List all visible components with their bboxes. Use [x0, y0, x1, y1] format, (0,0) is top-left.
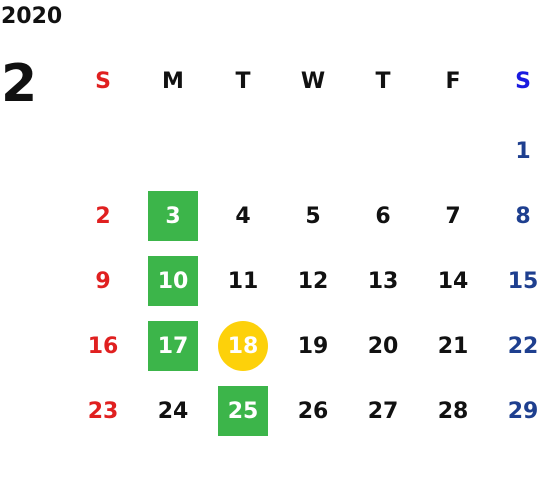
weekday-header-fri: F — [445, 68, 461, 94]
weekday-header-thu: T — [375, 68, 391, 94]
day-cell[interactable]: 21 — [437, 333, 469, 359]
day-cell[interactable]: 15 — [507, 268, 539, 294]
weekday-header-sat: S — [515, 68, 531, 94]
day-cell[interactable]: 12 — [297, 268, 329, 294]
day-cell[interactable]: 24 — [157, 398, 189, 424]
day-cell[interactable]: 1 — [515, 138, 531, 164]
day-cell[interactable]: 13 — [367, 268, 399, 294]
day-cell[interactable]: 7 — [445, 203, 461, 229]
day-cell[interactable]: 26 — [297, 398, 329, 424]
day-cell[interactable]: 19 — [297, 333, 329, 359]
weekday-header-tue: T — [235, 68, 251, 94]
day-cell[interactable]: 17 — [148, 321, 198, 371]
day-cell[interactable]: 20 — [367, 333, 399, 359]
today-cell[interactable]: 18 — [218, 321, 268, 371]
day-cell[interactable]: 23 — [87, 398, 119, 424]
day-cell[interactable]: 27 — [367, 398, 399, 424]
day-cell[interactable]: 25 — [218, 386, 268, 436]
weekday-header-wed: W — [300, 68, 326, 94]
day-cell[interactable]: 14 — [437, 268, 469, 294]
day-cell[interactable]: 11 — [227, 268, 259, 294]
day-cell[interactable]: 5 — [305, 203, 321, 229]
day-cell[interactable]: 10 — [148, 256, 198, 306]
day-cell[interactable]: 4 — [235, 203, 251, 229]
day-cell[interactable]: 29 — [507, 398, 539, 424]
day-cell[interactable]: 6 — [375, 203, 391, 229]
day-cell[interactable]: 8 — [515, 203, 531, 229]
day-cell[interactable]: 9 — [95, 268, 111, 294]
day-cell[interactable]: 22 — [507, 333, 539, 359]
day-cell[interactable]: 28 — [437, 398, 469, 424]
weekday-header-mon: M — [162, 68, 184, 94]
day-cell[interactable]: 3 — [148, 191, 198, 241]
day-cell[interactable]: 16 — [87, 333, 119, 359]
year-label: 2020 — [1, 4, 63, 29]
day-cell[interactable]: 2 — [95, 203, 111, 229]
month-number: 2 — [1, 54, 38, 114]
weekday-header-sun: S — [95, 68, 111, 94]
